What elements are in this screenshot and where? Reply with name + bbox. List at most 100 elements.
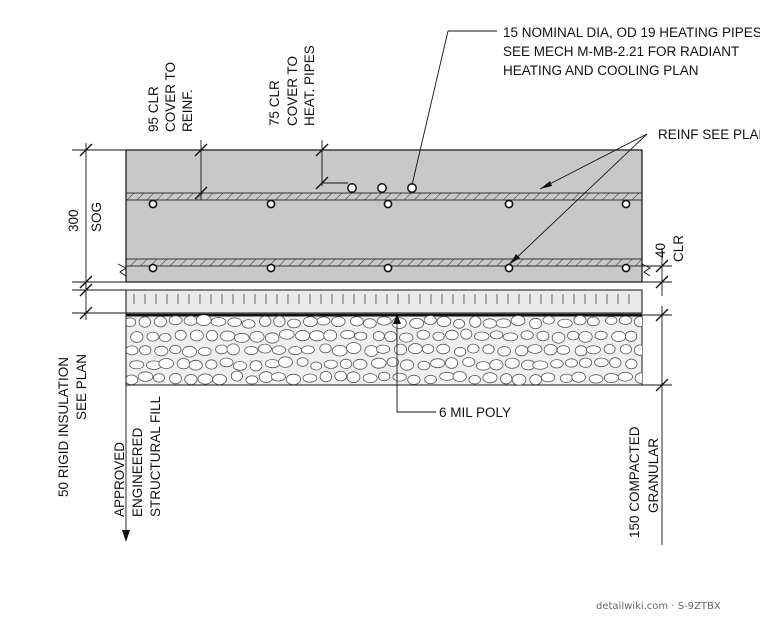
gravel-stone [460,328,473,340]
gravel-stone [330,316,346,328]
cover-75-line3: HEAT. PIPES [302,45,317,126]
gravel-stone [527,344,543,354]
gravel-stone [278,356,293,368]
gravel-stone [617,371,633,382]
gravel-stone [439,371,455,381]
gravel-stone [349,316,364,327]
gravel-stone [511,373,527,385]
insulation-hatch [133,294,630,304]
heating-pipes-note-line3: HEATING AND COOLING PLAN [503,63,699,78]
gravel-stone [609,357,622,368]
gravel-stone [497,346,512,357]
gravel-stone [241,319,256,329]
gravel-stone [302,373,318,383]
gravel-stone [474,331,490,341]
gravel-stone [375,344,391,354]
structural-fill-line2: ENGINEERED [130,427,145,517]
sog-dimension [72,143,126,290]
gravel-stone [424,374,437,385]
gravel-stone [532,360,549,370]
gravel-stone [230,370,243,382]
gravel-stone [137,371,154,382]
gravel-stone [154,345,169,357]
gravel-stone [633,344,642,356]
gravel-stone [559,373,573,383]
gravel-stone [482,318,497,329]
gravel-stone [183,315,198,326]
gravel-stone [126,374,139,385]
gravel-stone [206,330,219,342]
gravel-stone [467,343,480,354]
gravel-stone [567,330,580,341]
gravel-stone [249,360,263,372]
gravel-stone [264,359,281,369]
gravel-stone [169,344,182,355]
gravel-stone [362,373,378,384]
gravel-stone [271,345,286,355]
gravel-stone [352,358,368,370]
gravel-stone [346,371,361,384]
gravel-stone [273,315,286,328]
gravel-stone [265,332,280,344]
gravel-stone [502,332,519,342]
structural-fill-line3: STRUCTURAL FILL [148,395,163,517]
gravel-stone [226,343,240,356]
cover-75-line2: COVER TO [285,56,300,126]
gravel-stone [409,317,425,329]
gravel-stone [176,358,191,370]
gravel-stone [399,332,414,343]
gravel-stone [159,332,172,342]
gravel-stone [195,315,212,327]
gravel-stone [212,373,228,385]
gravel-stone [573,315,587,326]
gravel-stone [619,344,632,355]
poly-leader [393,314,436,413]
gravel-stone [258,371,274,383]
gravel-stone [257,343,272,354]
gravel-stone [197,373,214,385]
gravel-stone [634,372,642,384]
gravel-stone [126,317,137,327]
gravel-stone [594,330,608,340]
gravel-stone [288,346,303,356]
gravel-stone [543,344,558,356]
gravel-stone [571,371,586,383]
gravel-stone [376,316,392,326]
gravel-stone [210,317,227,327]
gravel-stone [323,329,338,342]
gravel-stone [475,361,491,371]
gravel-stone [453,346,467,357]
gravel-stone [520,330,534,340]
gravel-stone [129,360,145,370]
gravel-stone [408,343,423,355]
gravel-stone [215,344,229,355]
gravel-stone [319,343,332,354]
gravel-stone [624,330,638,342]
rigid-insulation-line1: 50 RIGID INSULATION [56,357,71,497]
gravel-stone [469,315,482,328]
gravel-stone [386,357,400,368]
insulation-dimension [72,282,126,320]
gravel-stone [500,373,513,385]
cover-95-line2: COVER TO [163,62,178,132]
reinf-leaders [509,133,648,265]
gravel-stone [603,372,619,383]
gravel-stone [482,344,495,355]
heating-pipe-leader [411,30,497,186]
gravel-stone [504,357,520,369]
gravel-stone [301,345,315,355]
cover-95-line1: 95 CLR [146,86,161,132]
gravel-stone [184,374,198,385]
gravel-stone [249,330,265,343]
gravel-stone [445,357,459,369]
gravel-stone [334,370,348,382]
gravel-stone [579,357,593,368]
gravel-stone [372,331,385,342]
gravel-stone [416,329,430,340]
break-symbol-left [117,263,127,277]
gravel-stone [245,375,259,385]
gravel-stone [138,316,151,328]
gravel-stone [310,361,323,371]
watermark: detailwiki.com · S-9ZTBX [596,601,721,612]
